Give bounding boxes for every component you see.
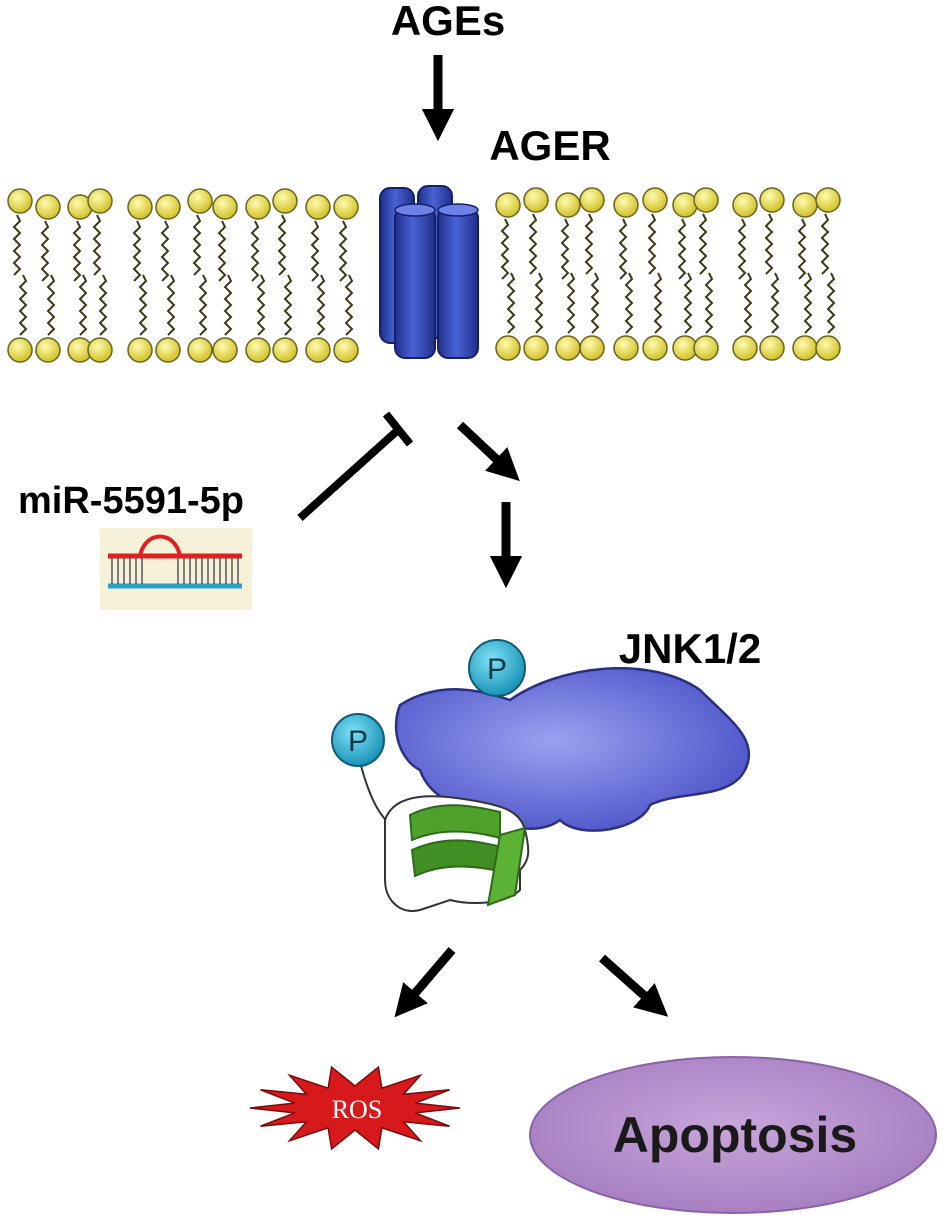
- lipid-head: [333, 337, 359, 363]
- lipid-head: [693, 335, 719, 361]
- lipid-head: [642, 335, 668, 361]
- phospho-group-left: P: [331, 713, 385, 767]
- lipid-head: [759, 187, 785, 213]
- phospho-group-top: P: [468, 639, 526, 697]
- lipid-head: [693, 187, 719, 213]
- ros-label: ROS: [332, 1095, 383, 1124]
- lipid-head: [272, 188, 298, 214]
- lipid-head: [7, 337, 33, 363]
- ages-label: AGEs: [391, 0, 505, 44]
- svg-text:P: P: [348, 725, 368, 758]
- jnk-label: JNK1/2: [619, 625, 761, 672]
- lipid-head: [579, 187, 605, 213]
- lipid-head: [127, 337, 153, 363]
- lipid-head: [815, 187, 841, 213]
- lipid-head: [245, 194, 271, 220]
- lipid-head: [672, 192, 698, 218]
- lipid-head: [272, 337, 298, 363]
- lipid-head: [87, 188, 113, 214]
- lipid-head: [305, 194, 331, 220]
- lipid-head: [613, 335, 639, 361]
- lipid-head: [613, 192, 639, 218]
- lipid-head: [187, 188, 213, 214]
- ros-starburst: ROS: [249, 1065, 461, 1151]
- lipid-bilayer-left: [7, 188, 359, 363]
- jnk-protein: [359, 667, 751, 912]
- apoptosis-label: Apoptosis: [613, 1107, 857, 1163]
- lipid-head: [495, 335, 521, 361]
- svg-text:P: P: [487, 653, 507, 686]
- lipid-head: [732, 192, 758, 218]
- lipid-head: [555, 335, 581, 361]
- lipid-head: [35, 337, 61, 363]
- lipid-head: [155, 194, 181, 220]
- lipid-head: [245, 337, 271, 363]
- lipid-head: [212, 337, 238, 363]
- mirna-label: miR-5591-5p: [18, 480, 244, 522]
- ager-receptor: [379, 185, 479, 359]
- lipid-head: [792, 335, 818, 361]
- activation-arrow-1: [456, 421, 520, 482]
- lipid-head: [759, 335, 785, 361]
- inhibition-line: [297, 411, 414, 521]
- lipid-head: [7, 188, 33, 214]
- lipid-head: [155, 337, 181, 363]
- lipid-head: [87, 337, 113, 363]
- lipid-head: [579, 335, 605, 361]
- lipid-head: [732, 335, 758, 361]
- arrow-to-ros: [394, 947, 456, 1018]
- lipid-head: [305, 337, 331, 363]
- lipid-head: [212, 194, 238, 220]
- lipid-head: [523, 187, 549, 213]
- lipid-head: [187, 337, 213, 363]
- apoptosis-node: Apoptosis: [529, 1056, 937, 1214]
- lipid-head: [815, 335, 841, 361]
- mirna-duplex-icon: [100, 528, 252, 610]
- lipid-head: [555, 192, 581, 218]
- lipid-head: [333, 194, 359, 220]
- lipid-bilayer-right: [495, 187, 841, 361]
- lipid-head: [495, 192, 521, 218]
- lipid-head: [127, 194, 153, 220]
- ager-label: AGER: [489, 122, 610, 169]
- lipid-head: [792, 192, 818, 218]
- arrow-to-apoptosis: [599, 954, 669, 1017]
- lipid-head: [523, 335, 549, 361]
- lipid-head: [642, 187, 668, 213]
- lipid-head: [35, 194, 61, 220]
